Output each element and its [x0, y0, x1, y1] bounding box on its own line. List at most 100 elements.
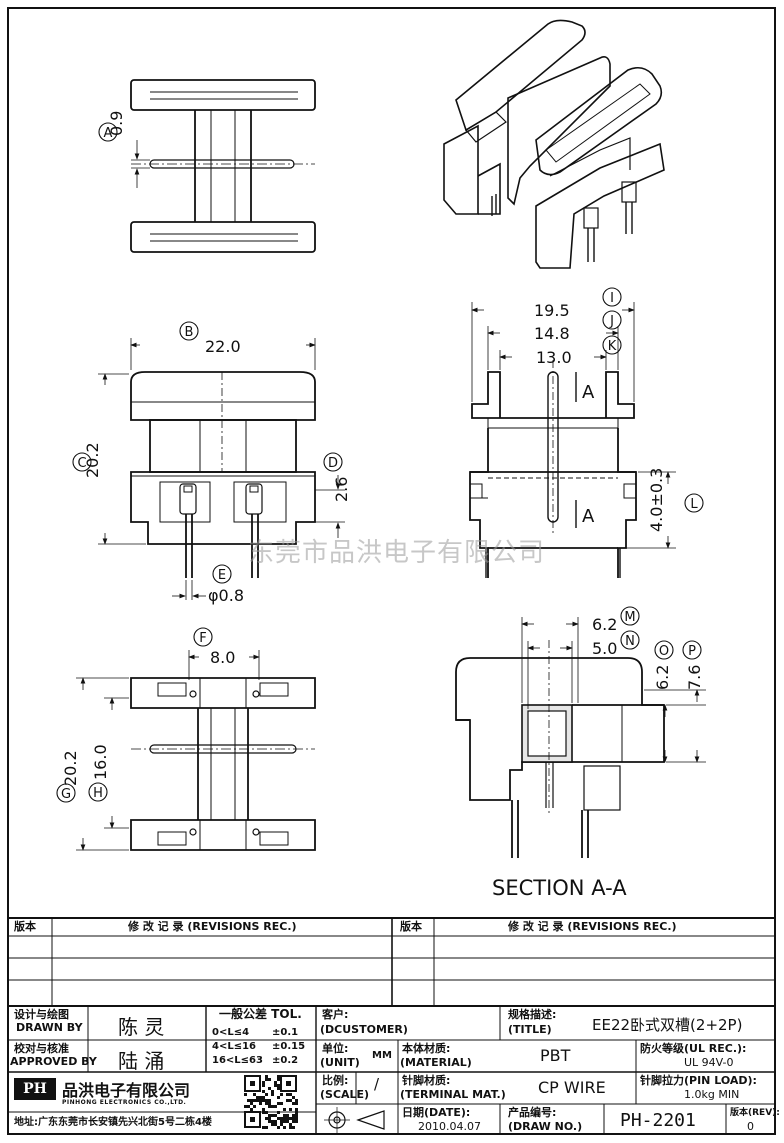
callout-circle-o [654, 640, 674, 660]
material-label-cn: 本体材质: [402, 1042, 451, 1055]
company-address: 地址:广东东莞市长安镇先兴北街5号二栋4楼 [14, 1117, 212, 1128]
dim-o: 6.2 [653, 665, 672, 690]
tolerance-title: 一般公差 TOL. [219, 1007, 302, 1021]
rev-value: 0 [747, 1120, 754, 1133]
pinload-value: 1.0kg MIN [684, 1088, 740, 1101]
callout-letter-n: N [625, 634, 635, 649]
date-value: 2010.04.07 [418, 1120, 481, 1133]
callout-circle-e [212, 564, 232, 584]
dim-g: 20.2 [61, 750, 80, 786]
rev-col-record-left: 修 改 记 录 (REVISIONS REC.) [128, 920, 297, 933]
callout-circle-j [602, 310, 622, 330]
tol-value-3: ±0.2 [272, 1055, 299, 1066]
scale-label-cn: 比例: [322, 1074, 349, 1087]
callout-circle-i [602, 287, 622, 307]
product-title: EE22卧式双槽(2+2P) [592, 1016, 743, 1034]
dim-i: 19.5 [534, 301, 570, 320]
dim-f: 8.0 [210, 648, 235, 667]
callout-circle-l [684, 493, 704, 513]
callout-circle-n [620, 630, 640, 650]
date-label: 日期(DATE): [402, 1106, 471, 1119]
rev-col-version-right: 版本 [400, 920, 422, 933]
callout-letter-i: I [610, 291, 614, 306]
title-block-grid [8, 917, 776, 1135]
dim-h: 16.0 [91, 744, 110, 780]
tol-value-2: ±0.15 [272, 1041, 306, 1052]
tol-range-1: 0<L≤4 [212, 1027, 250, 1038]
dim-n: 5.0 [592, 639, 617, 658]
scale-value: / [374, 1075, 380, 1093]
qr-code [244, 1075, 298, 1129]
callout-letter-p: P [688, 644, 696, 659]
dim-b: 22.0 [205, 337, 241, 356]
dim-m: 6.2 [592, 615, 617, 634]
drawno-label-cn: 产品编号: [508, 1106, 557, 1119]
callout-letter-j: J [609, 314, 614, 329]
designer-label-en: DRAWN BY [16, 1021, 83, 1034]
dim-k: 13.0 [536, 348, 572, 367]
drawing-number: PH-2201 [620, 1110, 696, 1131]
callout-letter-e: E [218, 568, 226, 583]
drawno-label-en: (DRAW NO.) [508, 1120, 583, 1133]
dim-l: 4.0±0.3 [647, 468, 666, 532]
material-label-en: (MATERIAL) [400, 1056, 472, 1069]
view-isometric [443, 19, 665, 269]
designer-label-cn: 设计与绘图 [14, 1008, 69, 1021]
tol-value-1: ±0.1 [272, 1027, 299, 1038]
callout-circle-a [98, 122, 118, 142]
view-section [455, 617, 706, 858]
callout-circle-p [682, 640, 702, 660]
rev-label: 版本(REV): [730, 1108, 780, 1118]
callout-circle-c [72, 452, 92, 472]
company-name-cn: 品洪电子有限公司 [62, 1081, 191, 1100]
ul-label: 防火等级(UL REC.): [640, 1042, 747, 1055]
unit-value: MM [372, 1050, 392, 1061]
callout-letter-b: B [185, 325, 194, 340]
unit-label-cn: 单位: [322, 1042, 349, 1055]
callout-letter-f: F [199, 631, 206, 646]
projection-symbol [324, 1107, 385, 1133]
callout-letter-m: M [624, 610, 635, 625]
customer-label-en: (DCUSTOMER) [320, 1023, 408, 1036]
callout-letter-l: L [690, 497, 698, 512]
terminal-label-cn: 针脚材质: [402, 1074, 451, 1087]
callout-letter-o: O [659, 644, 669, 659]
dim-e: φ0.8 [208, 586, 244, 605]
callout-letter-h: H [93, 786, 103, 801]
callout-letter-k: K [608, 339, 617, 354]
pinload-label: 针脚拉力(PIN LOAD): [640, 1074, 757, 1087]
view-side [130, 79, 316, 253]
designer-name: 陈 灵 [118, 1015, 165, 1039]
section-mark-top: A [582, 382, 595, 403]
company-logo: PH [14, 1078, 56, 1100]
rev-col-record-right: 修 改 记 录 (REVISIONS REC.) [508, 920, 677, 933]
scale-label-en: (SCALE) [320, 1088, 370, 1101]
callout-circle-d [323, 452, 343, 472]
approver-label-cn: 校对与核准 [14, 1042, 69, 1055]
callout-circle-b [179, 321, 199, 341]
view-front [98, 338, 345, 600]
view-end [469, 302, 676, 578]
callout-letter-d: D [328, 456, 338, 471]
watermark: 东莞市品洪电子有限公司 [248, 538, 546, 568]
approver-name: 陆 涌 [118, 1049, 165, 1073]
sheet-border [7, 7, 776, 1135]
dim-p: 7.6 [685, 665, 704, 690]
tol-range-3: 16<L≤63 [212, 1055, 263, 1066]
approver-label-en: APPROVED BY [10, 1055, 97, 1068]
callout-circle-g [56, 783, 76, 803]
terminal-value: CP WIRE [538, 1078, 606, 1097]
callout-letter-a: A [104, 126, 113, 141]
callout-circle-m [620, 606, 640, 626]
dimension-labels: 0.9 22.0 20.2 2.6 φ0.8 8.0 20.2 16.0 19.… [61, 111, 704, 900]
rev-col-version-left: 版本 [14, 920, 36, 933]
terminal-label-en: (TERMINAL MAT.) [400, 1088, 506, 1101]
ul-value: UL 94V-0 [684, 1056, 734, 1069]
callout-circle-k [602, 335, 622, 355]
dim-d: 2.6 [332, 477, 351, 502]
section-caption: SECTION A-A [492, 876, 627, 900]
dim-a: 0.9 [107, 111, 126, 136]
